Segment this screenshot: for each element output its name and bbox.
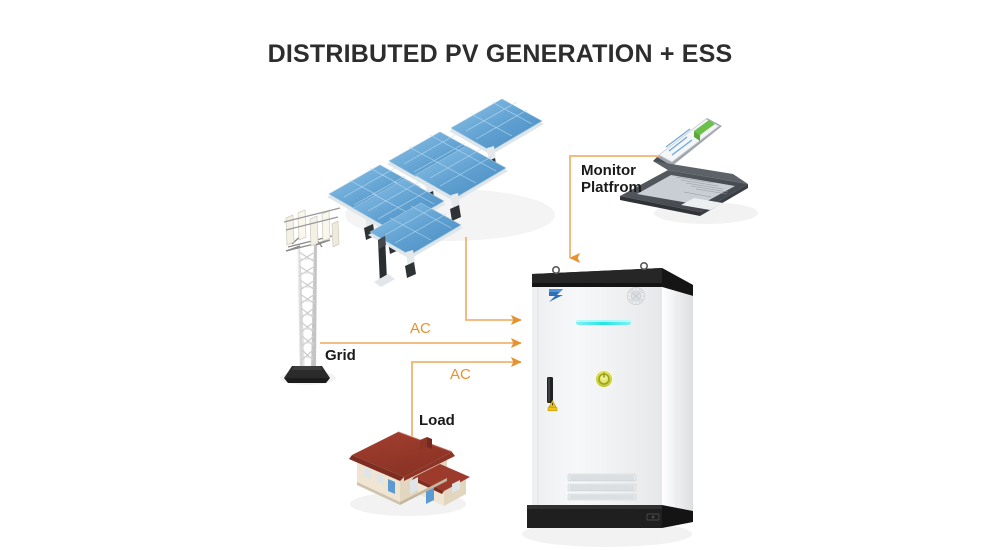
label-grid: Grid <box>325 347 356 364</box>
label-load: Load <box>419 412 455 429</box>
ess-cabinet-graphic <box>522 261 693 547</box>
ess-vent-grille <box>567 473 637 501</box>
ess-fan-grille <box>627 287 645 305</box>
house-graphic <box>349 431 470 516</box>
grid-tower-graphic <box>280 207 341 385</box>
label-monitor-platform: Monitor Platfrom <box>581 162 642 197</box>
ess-indicator <box>594 369 614 389</box>
page-title: DISTRIBUTED PV GENERATION + ESS <box>267 40 733 68</box>
ess-logo-mark <box>549 289 563 302</box>
label-ac-load: AC <box>450 366 471 383</box>
label-ac-grid: AC <box>410 320 431 337</box>
warning-label <box>547 399 558 412</box>
pv-array-graphic <box>327 98 555 287</box>
